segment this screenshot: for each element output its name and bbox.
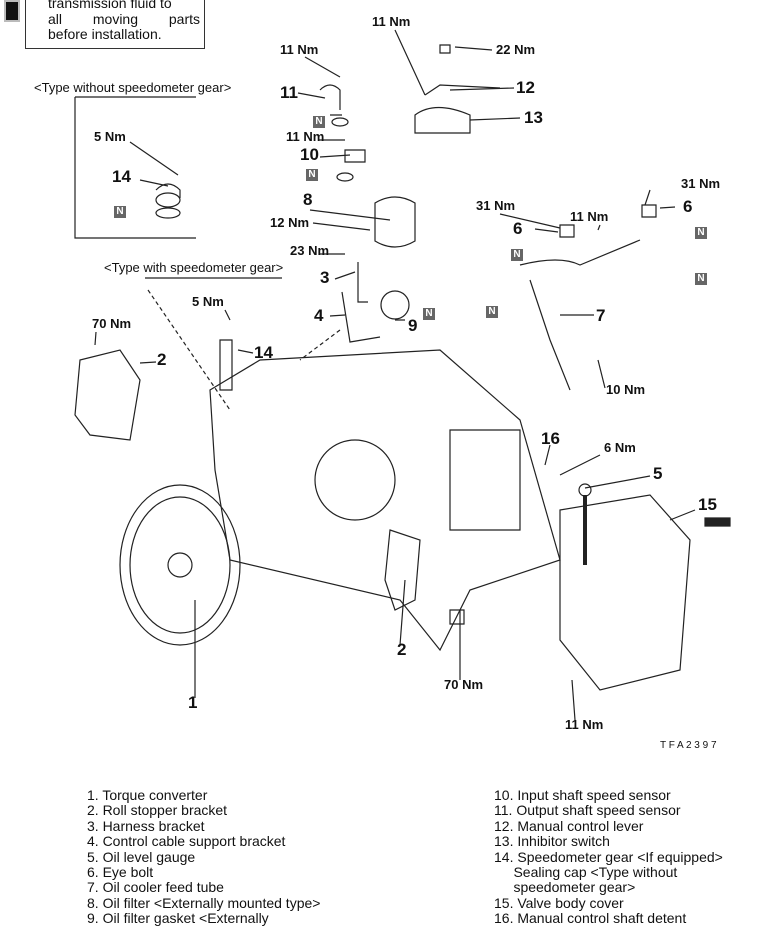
torque-callout: 5 Nm: [192, 294, 224, 309]
part-number-callout: 4: [314, 306, 324, 325]
part-number-callout: 6: [683, 197, 693, 216]
transmission-case: [209, 349, 561, 652]
part-number-callout: 1: [188, 693, 198, 712]
torque-callout: 12 Nm: [270, 215, 310, 230]
parts-legend-right: 10. Input shaft speed sensor 11. Output …: [494, 787, 723, 927]
part-number-callout: 11: [280, 83, 298, 102]
speedometer-gear: [219, 339, 233, 391]
torque-callout: 31 Nm: [476, 198, 516, 213]
part-number-callout: 2: [157, 350, 167, 369]
oil-filter-gasket: [380, 290, 410, 320]
n-badge: N: [114, 206, 126, 218]
sealant-tube-icon: [704, 517, 731, 527]
valve-body-cover: [559, 494, 691, 691]
legend-item: 11. Output shaft speed sensor: [494, 802, 681, 819]
legend-item: Sealing cap <Type without: [494, 864, 678, 881]
torque-callout: 23 Nm: [290, 243, 330, 258]
oil-cooler-tube: [519, 239, 641, 391]
torque-callout: 11 Nm: [280, 42, 319, 57]
legend-item: 8. Oil filter <Externally mounted type>: [87, 894, 321, 911]
part-number-callout: 5: [653, 464, 663, 483]
legend-item: 12. Manual control lever: [494, 817, 644, 834]
part-number-callout: 10: [300, 145, 319, 164]
note-line: transmission fluid to: [48, 0, 172, 11]
part-number-callout: 13: [524, 108, 543, 127]
input-speed-sensor: [344, 149, 366, 163]
oil-filter: [374, 196, 416, 248]
n-badge: N: [511, 249, 523, 261]
torque-callout: 11 Nm: [570, 209, 609, 224]
output-speed-sensor: [319, 84, 342, 116]
sealing-cap: [155, 183, 181, 198]
part-number-callout: 12: [516, 78, 535, 97]
legend-item: 13. Inhibitor switch: [494, 833, 610, 850]
note-line: all moving parts: [48, 10, 200, 27]
eye-bolts: [559, 204, 657, 238]
torque-callout: 6 Nm: [604, 440, 636, 455]
n-badge: N: [486, 306, 498, 318]
part-number-callout: 3: [320, 268, 330, 287]
torque-callout: 11 Nm: [565, 717, 604, 732]
inset-frame-without-speedo: [74, 96, 196, 239]
legend-item: speedometer gear>: [494, 879, 636, 896]
legend-item: 10. Input shaft speed sensor: [494, 787, 671, 803]
part-number-callout: 16: [541, 429, 560, 448]
legend-item: 14. Speedometer gear <If equipped>: [494, 848, 723, 865]
legend-item: 16. Manual control shaft detent: [494, 910, 687, 927]
torque-callout: 70 Nm: [92, 316, 132, 331]
part-number-callout: 14: [112, 167, 131, 186]
harness-bracket: [341, 262, 381, 343]
dashed-guide: [147, 289, 341, 411]
torque-converter: [119, 484, 241, 646]
note-line: before installation.: [48, 26, 162, 42]
legend-item: 15. Valve body cover: [494, 894, 624, 911]
torque-callout: 31 Nm: [681, 176, 721, 191]
torque-callout: 5 Nm: [94, 129, 126, 144]
n-badge: N: [313, 116, 325, 128]
variant-label-without-speedo: <Type without speedometer gear>: [34, 80, 232, 95]
legend-item: 9. Oil filter gasket <Externally: [87, 910, 269, 927]
part-number-callout: 14: [254, 343, 273, 362]
bolt: [449, 609, 465, 625]
note-box: [25, 0, 205, 49]
variant-label-with-speedo: <Type with speedometer gear>: [104, 260, 284, 275]
n-badge: N: [695, 273, 707, 285]
part-number-callout: 8: [303, 190, 313, 209]
legend-item: 1. Torque converter: [87, 787, 208, 803]
legend-item: 6. Eye bolt: [87, 864, 154, 881]
part-number-callout: 7: [596, 306, 606, 325]
part-number-callout: 2: [397, 640, 407, 659]
torque-callout: 70 Nm: [444, 677, 484, 692]
part-number-callout: 6: [513, 219, 523, 238]
legend-item: 2. Roll stopper bracket: [87, 802, 228, 819]
torque-callout: 10 Nm: [606, 382, 646, 397]
part-number-callout: 9: [408, 316, 418, 335]
torque-callout: 11 Nm: [286, 129, 325, 144]
legend-item: 4. Control cable support bracket: [87, 833, 286, 850]
parts-legend-left: 1. Torque converter 2. Roll stopper brac…: [87, 787, 321, 927]
n-badge: N: [306, 169, 318, 181]
torque-callout: 22 Nm: [496, 42, 536, 57]
fluid-can-icon: [4, 0, 20, 22]
figure-id: T F A 2 3 9 7: [660, 740, 717, 751]
legend-item: 5. Oil level gauge: [87, 848, 196, 865]
part-number-callout: 15: [698, 495, 717, 514]
legend-item: 3. Harness bracket: [87, 817, 205, 834]
n-badge: N: [423, 308, 435, 320]
note-text: transmission fluid to all moving parts b…: [48, 0, 200, 43]
roll-stopper-bracket-right: [384, 529, 421, 611]
n-badge: N: [695, 227, 707, 239]
inhibitor-switch-lever: [414, 44, 501, 134]
torque-callout: 11 Nm: [372, 14, 411, 29]
roll-stopper-bracket-left: [74, 349, 141, 441]
legend-item: 7. Oil cooler feed tube: [87, 879, 224, 896]
